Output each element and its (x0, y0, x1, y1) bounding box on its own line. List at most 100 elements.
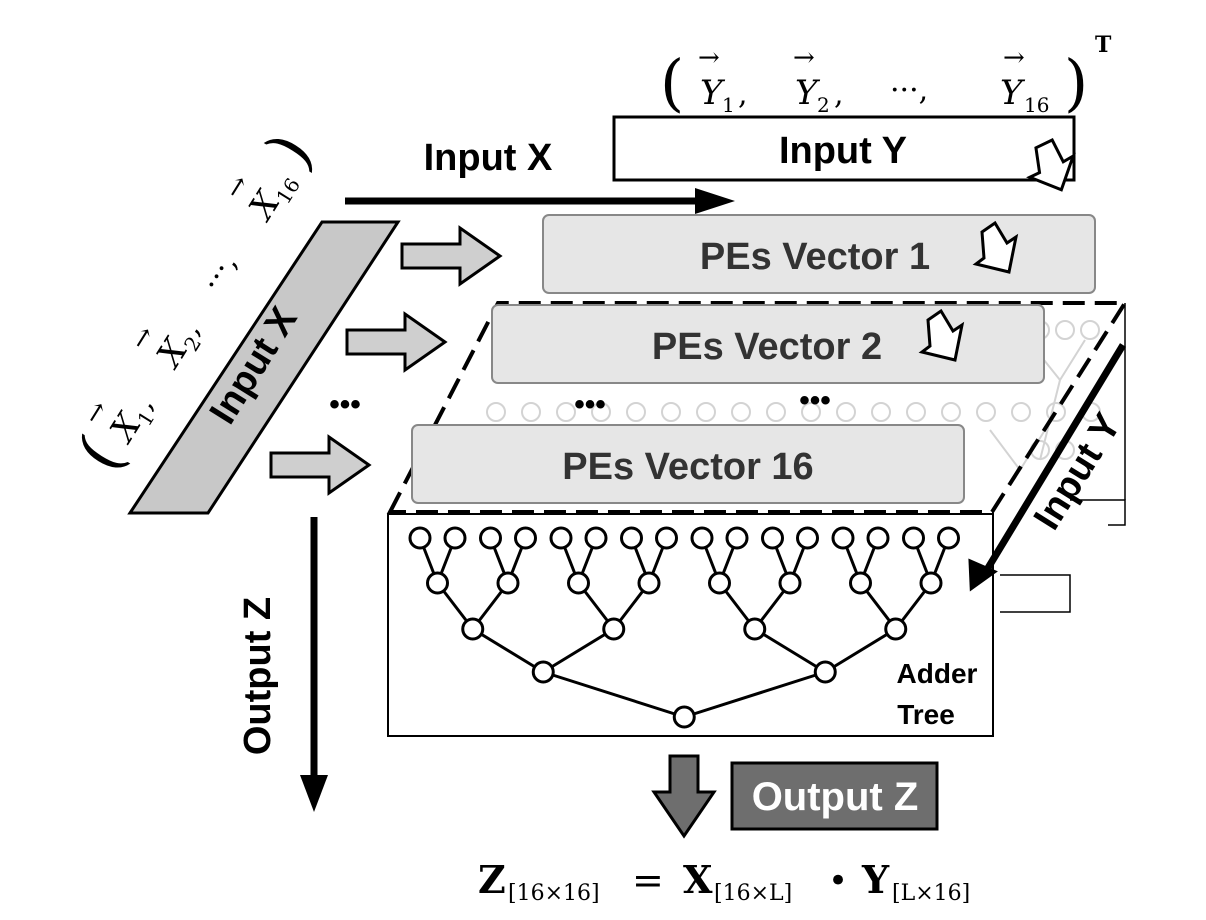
adder-tree-root-node (672, 705, 696, 729)
hollow-arrow-row-16 (269, 434, 372, 496)
y-vector-open-paren: ( (660, 46, 684, 119)
adder-tree (408, 526, 960, 729)
adder-tree-node (567, 571, 590, 595)
input-y-box (612, 115, 1076, 182)
adder-tree-node (602, 617, 626, 641)
adder-tree-edge (683, 670, 826, 719)
adder-tree-node (690, 526, 714, 550)
eq-dot: • (828, 861, 848, 901)
output-z-vertical-arrowhead (300, 775, 328, 812)
x-dots: ···, (195, 247, 245, 298)
ghost-tree-node (1080, 320, 1100, 340)
hollow-right-arrows (269, 225, 503, 496)
ghost-tree-node (521, 402, 541, 422)
pes-vector-2-label: PEs Vector 2 (652, 326, 882, 368)
ghost-tree-node (941, 402, 961, 422)
ghost-tree-node (871, 402, 891, 422)
adder-tree-node (620, 526, 643, 550)
hollow-diag-arrow-2 (972, 220, 1019, 274)
ghost-tree-node (766, 402, 786, 422)
output-z-box-label: Output Z (752, 775, 919, 819)
ghost-tree-node (731, 402, 751, 422)
ghost-tree-node (801, 402, 821, 422)
adder-tree-node (813, 660, 837, 684)
adder-tree-node (902, 526, 925, 550)
hollow-diag-arrow-1 (1026, 138, 1076, 192)
eq-z: Z (478, 857, 506, 902)
adder-tree-node (849, 571, 872, 595)
y-vector-expression: ( → Y 1 , → Y 2 , ···, → Y 16 ) T (660, 32, 1112, 119)
y-dots: ···, (890, 73, 928, 108)
eq-z-sub: [16×16] (508, 881, 600, 906)
output-z-box (730, 761, 939, 831)
y1-base: Y (700, 73, 726, 113)
adder-tree-node (531, 660, 555, 684)
output-z-vertical-label: Output Z (237, 597, 279, 755)
adder-tree-node (496, 571, 520, 595)
ghost-tree-node (1046, 402, 1066, 422)
adder-tree-node (443, 526, 467, 550)
eq-x-sub: [16×L] (714, 881, 792, 906)
ghost-tree-node (976, 402, 996, 422)
adder-tree-node (708, 571, 731, 595)
adder-tree-node (937, 526, 960, 550)
ghost-tree-node (696, 402, 716, 422)
y2-sub: 2 (817, 93, 830, 117)
ellipsis-middle-right: ••• (799, 384, 831, 417)
pes-vector-1-label: PEs Vector 1 (700, 236, 930, 278)
ghost-adder-tree-layer (486, 320, 1101, 471)
y16-sub: 16 (1024, 93, 1049, 117)
y2-comma: , (834, 77, 844, 112)
eq-y-sub: [L×16] (892, 881, 970, 906)
ghost-tree-node (486, 402, 506, 422)
y2-arrow: → (793, 43, 815, 73)
y16-arrow: → (1003, 43, 1025, 73)
input-x-top-arrowhead (695, 188, 735, 214)
y1-sub: 1 (722, 93, 735, 117)
ghost-tree-node (556, 402, 576, 422)
adder-tree-node (549, 526, 573, 550)
adder-tree-node (831, 526, 855, 550)
adder-tree-label-line1: Adder (897, 658, 978, 689)
adder-tree-node (408, 526, 432, 550)
y-vector-close-paren: ) (1064, 46, 1088, 119)
adder-tree-edge (824, 627, 897, 674)
adder-tree-node (725, 526, 749, 550)
pes-vector-1 (542, 214, 1096, 294)
x-vector-close-paren: ) (252, 120, 327, 179)
adder-tree-node (778, 571, 802, 595)
y2-base: Y (795, 73, 821, 113)
depth-frame (1000, 499, 1126, 613)
adder-tree-node (761, 526, 784, 550)
eq-equals: = (632, 858, 664, 902)
adder-tree-node (514, 526, 537, 550)
adder-tree-node (655, 526, 678, 550)
y-transpose: T (1095, 32, 1112, 58)
adder-tree-node (866, 526, 890, 550)
ellipsis-middle-left: ••• (574, 388, 606, 421)
ghost-tree-node (661, 402, 681, 422)
adder-tree-node (919, 571, 943, 595)
matrix-equation: Z [16×16] = X [16×L] • Y [L×16] (478, 857, 970, 906)
ghost-tree-node (626, 402, 646, 422)
ghost-tree-node (591, 402, 611, 422)
hollow-diagonal-arrows (918, 138, 1076, 362)
ghost-tree-node (1055, 320, 1075, 340)
hollow-arrow-row-2 (345, 311, 448, 373)
adder-tree-edge (471, 627, 545, 674)
adder-tree-node (584, 526, 608, 550)
adder-tree-node (796, 526, 819, 550)
eq-y: Y (861, 857, 890, 902)
adder-tree-edge (542, 670, 685, 719)
input-y-slanted-arrowhead (968, 558, 998, 592)
eq-x: X (683, 857, 713, 902)
adder-tree-node (479, 526, 502, 550)
ellipsis-left: ••• (329, 388, 361, 421)
ghost-tree-node (836, 402, 856, 422)
output-z-down-arrow (651, 754, 717, 839)
y1-arrow: → (698, 43, 720, 73)
adder-tree-node (461, 617, 485, 641)
y16-base: Y (1000, 73, 1026, 113)
y1-comma: , (738, 77, 748, 112)
ghost-tree-node (906, 402, 926, 422)
